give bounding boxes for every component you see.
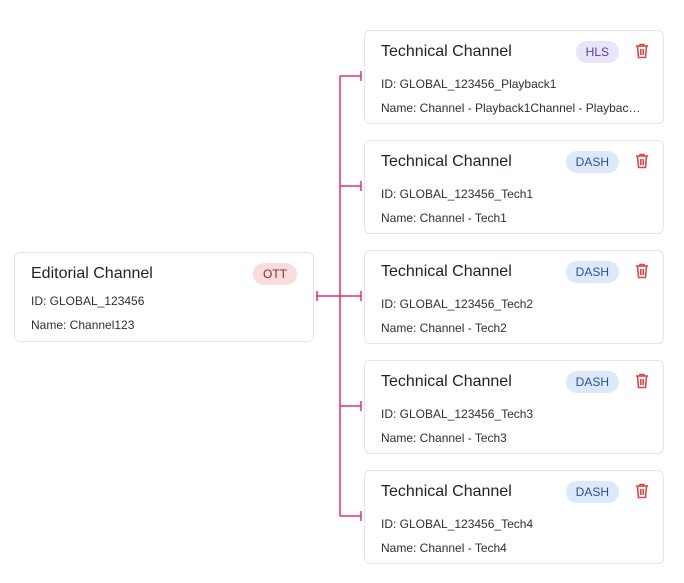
card-title: Technical Channel <box>381 43 512 60</box>
channel-name: Name: Channel - Playback1Channel - Playb… <box>381 101 645 115</box>
card-title: Technical Channel <box>381 153 512 170</box>
channel-id: ID: GLOBAL_123456_Tech3 <box>381 407 534 421</box>
technical-channel-card[interactable]: Technical Channel DASH ID: GLOBAL_123456… <box>364 140 664 234</box>
trash-icon[interactable] <box>635 153 649 169</box>
channel-name: Name: Channel - Tech3 <box>381 431 507 445</box>
dash-badge: DASH <box>565 151 619 173</box>
technical-channel-card[interactable]: Technical Channel DASH ID: GLOBAL_123456… <box>364 470 664 564</box>
channel-id: ID: GLOBAL_123456_Tech4 <box>381 517 534 531</box>
card-title: Technical Channel <box>381 263 512 280</box>
editorial-channel-card[interactable]: Editorial Channel OTT ID: GLOBAL_123456 … <box>14 252 314 342</box>
channel-name: Name: Channel - Tech2 <box>381 321 507 335</box>
trash-icon[interactable] <box>635 483 649 499</box>
channel-id: ID: GLOBAL_123456_Tech2 <box>381 297 534 311</box>
card-title: Editorial Channel <box>31 265 153 282</box>
ott-badge: OTT <box>253 263 297 285</box>
channel-name: Name: Channel123 <box>31 318 135 332</box>
dash-badge: DASH <box>565 371 619 393</box>
technical-channel-card[interactable]: Technical Channel HLS ID: GLOBAL_123456_… <box>364 30 664 124</box>
channel-id: ID: GLOBAL_123456_Playback1 <box>381 77 557 91</box>
trash-icon[interactable] <box>635 43 649 59</box>
channel-id: ID: GLOBAL_123456 <box>31 294 145 308</box>
dash-badge: DASH <box>565 481 619 503</box>
channel-name: Name: Channel - Tech1 <box>381 211 507 225</box>
trash-icon[interactable] <box>635 373 649 389</box>
channel-name: Name: Channel - Tech4 <box>381 541 507 555</box>
dash-badge: DASH <box>565 261 619 283</box>
card-title: Technical Channel <box>381 483 512 500</box>
hls-badge: HLS <box>575 41 619 63</box>
technical-channel-card[interactable]: Technical Channel DASH ID: GLOBAL_123456… <box>364 250 664 344</box>
card-title: Technical Channel <box>381 373 512 390</box>
channel-id: ID: GLOBAL_123456_Tech1 <box>381 187 534 201</box>
trash-icon[interactable] <box>635 263 649 279</box>
technical-channel-card[interactable]: Technical Channel DASH ID: GLOBAL_123456… <box>364 360 664 454</box>
